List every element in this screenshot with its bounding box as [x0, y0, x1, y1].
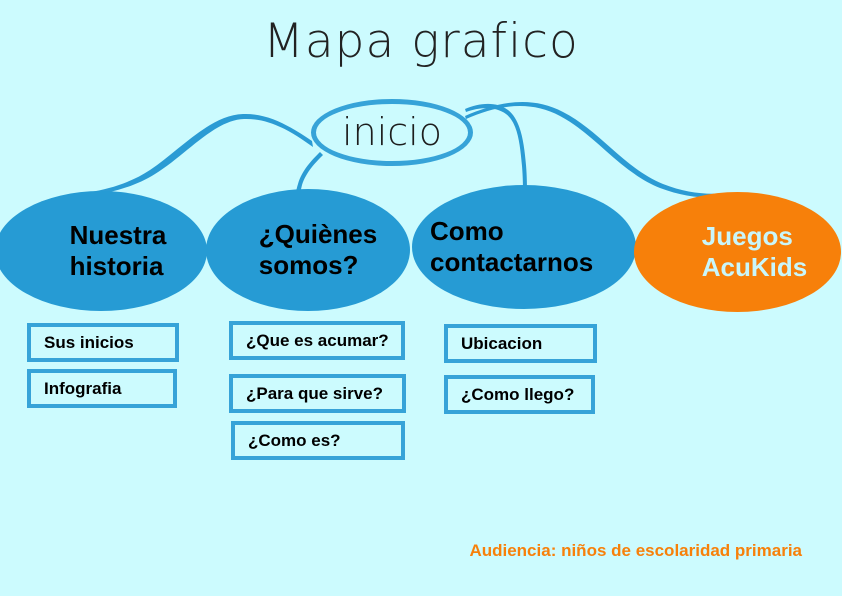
- leaf-label-para-que-sirve: ¿Para que sirve?: [246, 383, 384, 403]
- leaf-label-sus-inicios: Sus inicios: [44, 332, 134, 352]
- leaf-label-como-es: ¿Como es?: [248, 430, 341, 450]
- branch-node-quienes[interactable]: ¿Quiènes somos?: [206, 189, 410, 311]
- branch-node-contactarnos[interactable]: Como contactarnos: [412, 185, 636, 309]
- page-title: Mapa grafico: [263, 14, 579, 69]
- branch-label-quienes: ¿Quiènes somos?: [258, 219, 378, 280]
- leaf-box-infografia[interactable]: Infografia: [27, 369, 177, 408]
- leaf-box-como-llego[interactable]: ¿Como llego?: [444, 375, 595, 414]
- leaf-label-que-es-acumar: ¿Que es acumar?: [246, 330, 389, 350]
- audience-note: Audiencia: niños de escolaridad primaria: [469, 541, 802, 560]
- root-node-inicio[interactable]: inicio: [311, 99, 473, 166]
- leaf-label-como-llego: ¿Como llego?: [461, 384, 575, 404]
- leaf-label-infografia: Infografia: [44, 378, 122, 398]
- branch-label-contactarnos: Como contactarnos: [430, 216, 594, 277]
- leaf-box-sus-inicios[interactable]: Sus inicios: [27, 323, 179, 362]
- branch-label-historia: Nuestra historia: [69, 220, 167, 281]
- leaf-box-para-que-sirve[interactable]: ¿Para que sirve?: [229, 374, 406, 413]
- leaf-box-ubicacion[interactable]: Ubicacion: [444, 324, 597, 363]
- branch-label-juegos: Juegos AcuKids: [701, 221, 808, 282]
- root-node-label: inicio: [342, 109, 442, 154]
- leaf-box-que-es-acumar[interactable]: ¿Que es acumar?: [229, 321, 405, 360]
- connector-root-to-contactarnos: [465, 103, 527, 196]
- leaf-label-ubicacion: Ubicacion: [461, 333, 543, 353]
- branch-node-historia[interactable]: Nuestra historia: [0, 191, 207, 311]
- connector-root-to-juegos: [465, 102, 726, 198]
- leaf-box-como-es[interactable]: ¿Como es?: [231, 421, 405, 460]
- connector-root-to-historia: [90, 113, 313, 195]
- branch-node-juegos[interactable]: Juegos AcuKids: [634, 192, 841, 312]
